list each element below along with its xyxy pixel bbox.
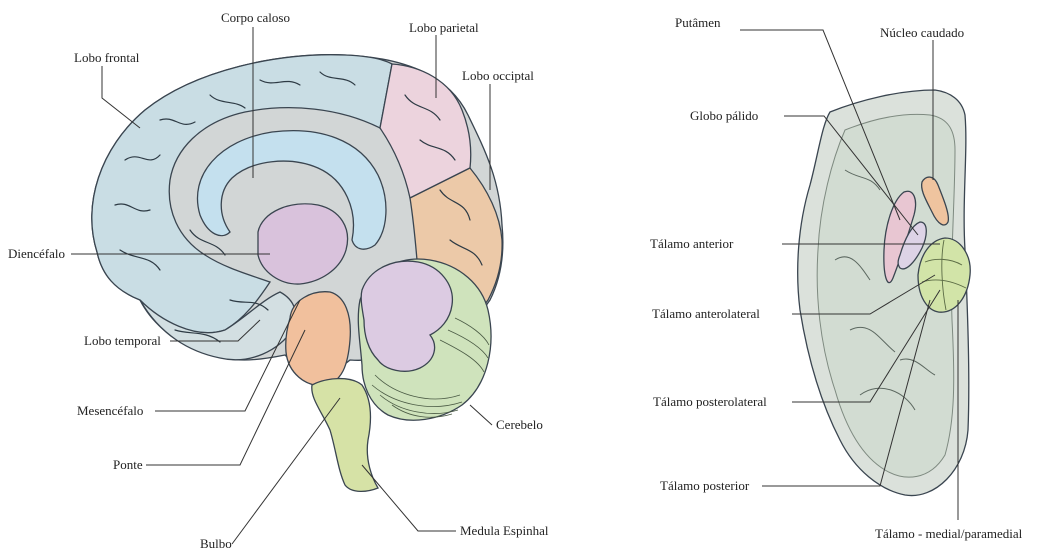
label-ponte: Ponte — [113, 457, 143, 472]
sagittal-brain — [92, 55, 503, 492]
midbrain — [286, 292, 351, 386]
label-medula: Medula Espinhal — [460, 523, 549, 538]
label-talamo-medial: Tálamo - medial/paramedial — [875, 526, 1023, 541]
label-globo-palido: Globo pálido — [690, 108, 758, 123]
label-lobo-parietal: Lobo parietal — [409, 20, 479, 35]
label-lobo-occipital: Lobo occiptal — [462, 68, 534, 83]
label-talamo-anterolateral: Tálamo anterolateral — [652, 306, 760, 321]
label-bulbo: Bulbo — [200, 536, 232, 551]
label-lobo-frontal: Lobo frontal — [74, 50, 140, 65]
label-talamo-posterior: Tálamo posterior — [660, 478, 750, 493]
label-talamo-posterolateral: Tálamo posterolateral — [653, 394, 767, 409]
label-nucleo-caudado: Núcleo caudado — [880, 25, 964, 40]
label-putamen: Putâmen — [675, 15, 721, 30]
pons-medulla — [312, 379, 378, 492]
label-lobo-temporal: Lobo temporal — [84, 333, 161, 348]
coronal-slice — [798, 90, 971, 496]
label-corpo-caloso: Corpo caloso — [221, 10, 290, 25]
label-mesencefalo: Mesencéfalo — [77, 403, 143, 418]
label-talamo-anterior: Tálamo anterior — [650, 236, 734, 251]
label-diencefalo: Diencéfalo — [8, 246, 65, 261]
label-cerebelo: Cerebelo — [496, 417, 543, 432]
